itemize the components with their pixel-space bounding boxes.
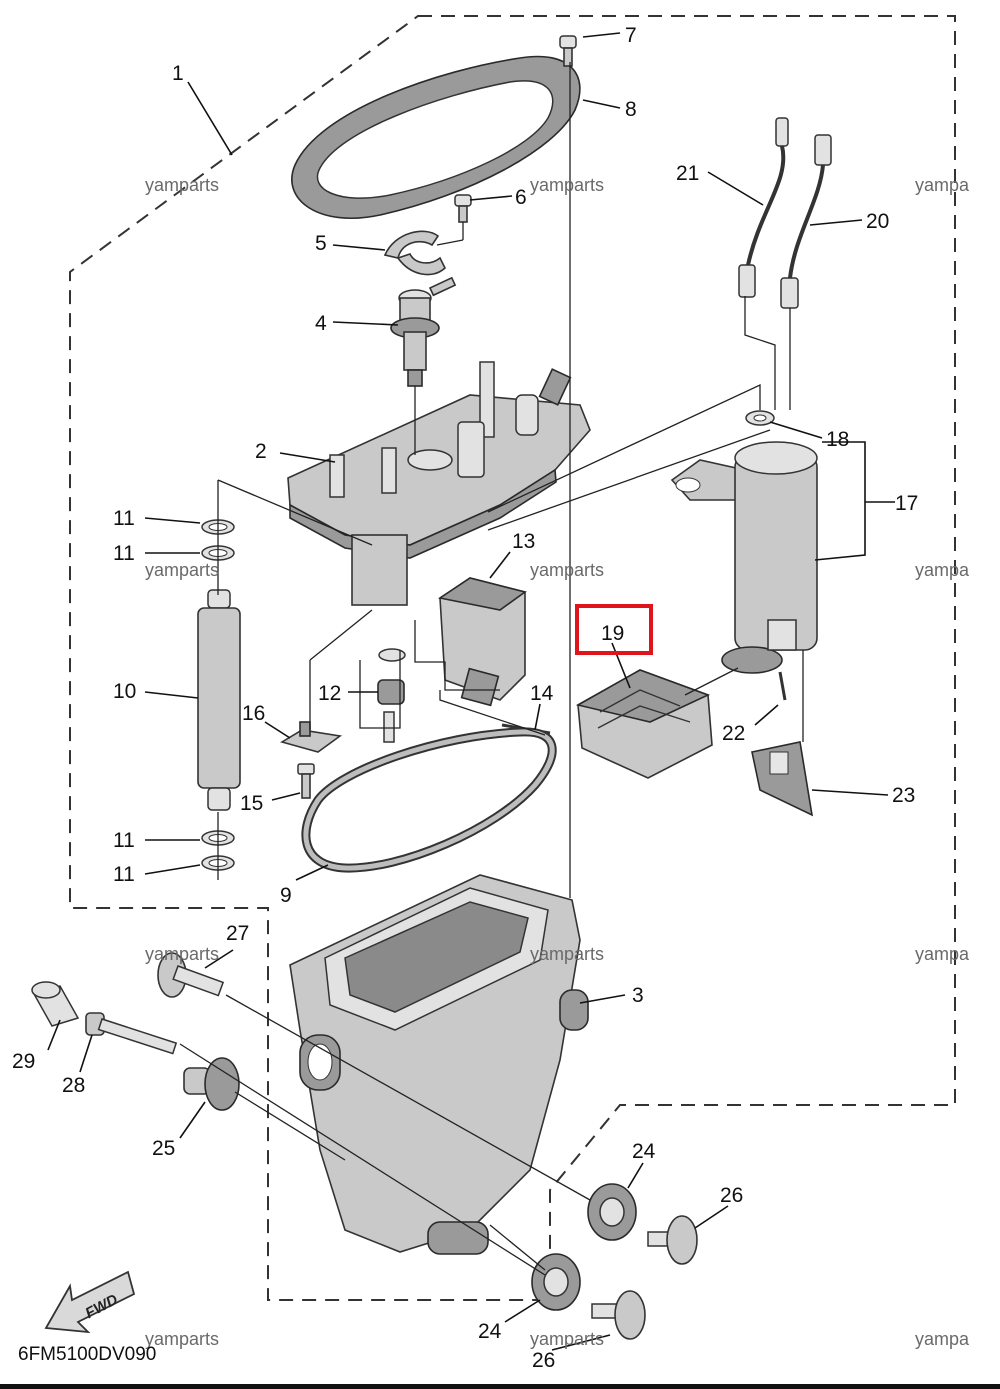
- callout-7: 7: [625, 24, 637, 47]
- fwd-arrow-icon: FWD: [44, 1270, 136, 1334]
- damper-part-24a: [587, 1183, 637, 1241]
- callout-29: 29: [12, 1050, 35, 1073]
- watermark: yamparts: [145, 175, 219, 195]
- callout-19: 19: [601, 622, 624, 645]
- callout-14: 14: [530, 682, 554, 705]
- callout-26b: 26: [532, 1349, 555, 1372]
- callout-11d: 11: [113, 863, 135, 886]
- callout-12: 12: [318, 682, 341, 705]
- bottom-rule: [0, 1384, 1000, 1389]
- watermark-cut: yampa: [915, 560, 970, 580]
- callout-1: 1: [172, 62, 184, 85]
- screw-part-7: [559, 35, 577, 67]
- watermarks: yamparts yamparts yampa yamparts yampart…: [145, 175, 970, 1349]
- collar-part-26a: [647, 1215, 698, 1265]
- callout-22: 22: [722, 722, 745, 745]
- watermark-cut: yampa: [915, 944, 970, 964]
- watermark-cut: yampa: [915, 175, 970, 195]
- gasket-part-8: [291, 55, 581, 220]
- fuel-pump-part-17: [670, 441, 818, 674]
- leader-lines: [47, 32, 895, 1351]
- clamp-part-5: [383, 230, 446, 276]
- callout-10: 10: [113, 680, 136, 703]
- callout-27: 27: [226, 922, 249, 945]
- diagram-code: 6FM5100DV090: [18, 1344, 156, 1365]
- callout-23: 23: [892, 784, 915, 807]
- callout-15: 15: [240, 792, 263, 815]
- callout-16: 16: [242, 702, 265, 725]
- bolt-part-27: [157, 952, 225, 998]
- callout-11a: 11: [113, 507, 135, 530]
- reference-lines: [179, 62, 804, 1276]
- callout-24b: 24: [478, 1320, 502, 1343]
- callout-6: 6: [515, 186, 527, 209]
- lead-wire-part-20: [780, 134, 832, 309]
- valve-part-12: [377, 648, 406, 743]
- filter-sheet-part-23: [751, 741, 814, 817]
- collar-part-26b: [591, 1290, 646, 1340]
- callout-26a: 26: [720, 1184, 743, 1207]
- callout-5: 5: [315, 232, 327, 255]
- callout-25: 25: [152, 1137, 175, 1160]
- damper-part-13: [437, 577, 527, 707]
- damper-part-24b: [531, 1253, 581, 1311]
- pin-part-22: [778, 671, 787, 701]
- lead-wire-part-21: [738, 117, 789, 298]
- housing-part-3: [289, 874, 589, 1255]
- screw-part-15: [297, 763, 315, 799]
- callout-8: 8: [625, 98, 637, 121]
- callout-18: 18: [826, 428, 849, 451]
- seal-ring-part-9: [301, 727, 557, 873]
- pressure-regulator-part-4: [390, 276, 457, 387]
- washer-part-18: [745, 410, 775, 426]
- callout-11c: 11: [113, 829, 135, 852]
- callouts: 1 2 3 4 5 6 7 8 9 10 11 11 11 11 12 13 1…: [12, 24, 918, 1372]
- watermark-cut: yampa: [915, 1329, 970, 1349]
- highlight-box-19: [575, 604, 653, 655]
- clip-part-16: [279, 721, 343, 753]
- pump-bracket-part-19: [575, 669, 713, 779]
- filter-rod-part-10: [197, 589, 241, 811]
- callout-24a: 24: [632, 1140, 656, 1163]
- watermark: yamparts: [145, 944, 219, 964]
- grommet-part-25: [183, 1057, 240, 1111]
- callout-17: 17: [895, 492, 918, 515]
- callout-21: 21: [676, 162, 699, 185]
- callout-4: 4: [315, 312, 327, 335]
- collar-part-29: [31, 981, 80, 1027]
- callout-20: 20: [866, 210, 889, 233]
- watermark: yamparts: [145, 560, 219, 580]
- callout-11b: 11: [113, 542, 135, 565]
- top-cover-part-2: [287, 361, 591, 606]
- callout-3: 3: [632, 984, 644, 1007]
- callout-2: 2: [255, 440, 267, 463]
- watermark: yamparts: [145, 1329, 219, 1349]
- screw-part-6: [454, 194, 472, 223]
- callout-13: 13: [512, 530, 535, 553]
- watermark: yamparts: [530, 560, 604, 580]
- callout-28: 28: [62, 1074, 85, 1097]
- watermark: yamparts: [530, 944, 604, 964]
- callout-9: 9: [280, 884, 292, 907]
- watermark: yamparts: [530, 1329, 604, 1349]
- watermark: yamparts: [530, 175, 604, 195]
- bolt-part-28: [85, 1012, 178, 1055]
